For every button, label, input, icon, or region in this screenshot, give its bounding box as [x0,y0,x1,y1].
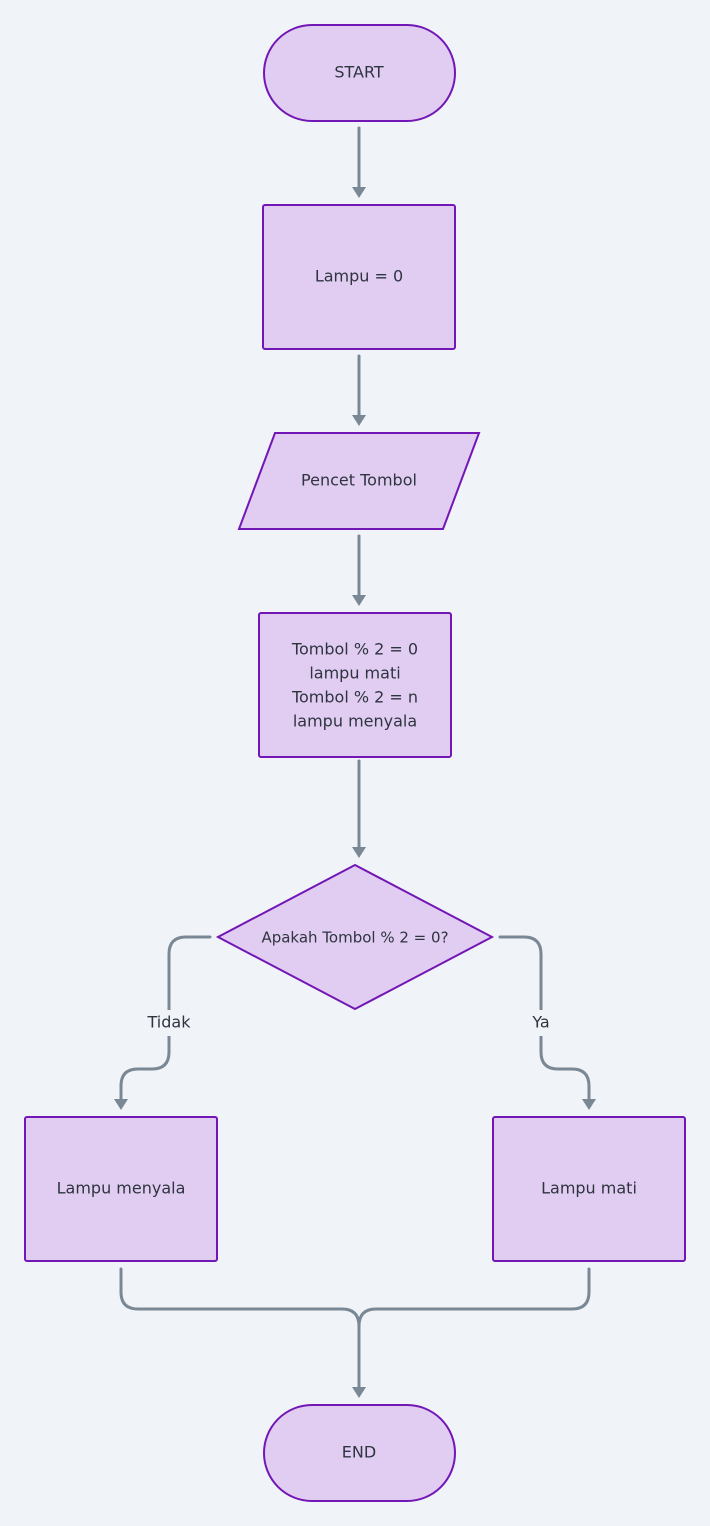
lampu-menyala-process-shape [24,1116,218,1262]
arrowhead-lampu-mati [582,1099,596,1110]
edge-label-tidak: Tidak [147,1013,192,1032]
edge-label-ya: Ya [531,1013,549,1032]
init-label: Lampu = 0 [315,267,403,286]
arrowhead-input [352,415,366,426]
lampu-menyala-label: Lampu menyala [57,1179,186,1198]
rule-process-shape [258,612,452,758]
arrowhead-init [352,187,366,198]
init-process-shape [262,204,456,350]
node-end[interactable]: END [263,1404,456,1502]
node-lampu-mati[interactable]: Lampu mati [492,1116,686,1262]
decision-diamond-shape [215,863,495,1011]
rule-line-2: lampu mati [309,664,400,683]
lampu-mati-label: Lampu mati [541,1179,637,1198]
start-label: START [334,63,384,82]
rule-line-4: lampu menyala [293,712,417,731]
node-lampu-menyala[interactable]: Lampu menyala [24,1116,218,1262]
lampu-mati-process-shape [492,1116,686,1262]
edges [114,126,596,1398]
rule-line-1: Tombol % 2 = 0 [291,640,418,659]
edge-lampu-mati-to-end [357,1267,591,1328]
edge-lampu-menyala-to-end [119,1267,361,1390]
node-decision[interactable]: Apakah Tombol % 2 = 0? [215,863,495,1011]
arrowhead-decision [352,847,366,858]
input-parallelogram-shape [237,432,481,530]
node-start[interactable]: START [263,24,456,122]
decision-label: Apakah Tombol % 2 = 0? [261,929,448,947]
input-label: Pencet Tombol [301,471,417,490]
node-input[interactable]: Pencet Tombol [237,432,481,530]
edge-decision-to-lampu-menyala [119,935,212,1102]
end-terminal-shape [263,1404,456,1502]
edge-decision-to-lampu-mati [498,935,591,1102]
edge-labels: Tidak Ya [144,1010,556,1036]
start-terminal-shape [263,24,456,122]
arrowhead-lampu-menyala [114,1099,128,1110]
rule-line-3: Tombol % 2 = n [291,688,418,707]
arrowhead-rule [352,595,366,606]
end-label: END [342,1443,376,1462]
node-rule[interactable]: Tombol % 2 = 0 lampu mati Tombol % 2 = n… [258,612,452,758]
node-init[interactable]: Lampu = 0 [262,204,456,350]
arrowhead-end [352,1387,366,1398]
